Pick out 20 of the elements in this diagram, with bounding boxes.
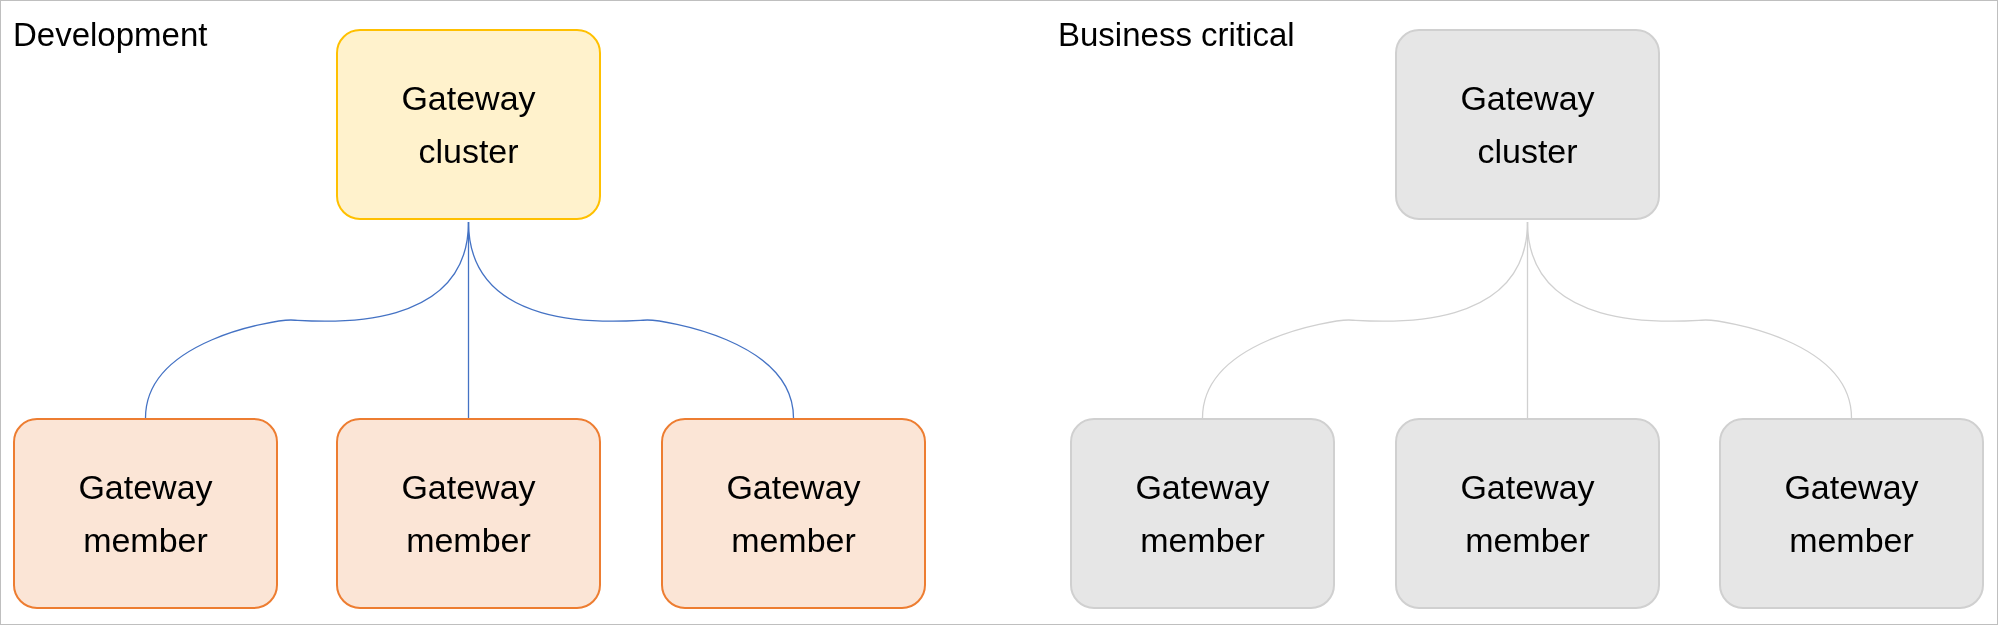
- member-box: [1719, 418, 1984, 609]
- node-text: Gateway member: [77, 466, 214, 561]
- node-text: Gateway cluster: [400, 77, 537, 172]
- node-text: Gateway member: [1134, 466, 1271, 561]
- member-box: [1395, 418, 1660, 609]
- section-heading: Development: [13, 15, 208, 55]
- section-heading: Business critical: [1058, 15, 1295, 55]
- node-text: Gateway member: [725, 466, 862, 561]
- connector-line: [1526, 221, 1853, 419]
- cluster-box: [336, 29, 601, 220]
- connector-line: [467, 221, 795, 419]
- node-text: Gateway cluster: [1459, 77, 1596, 172]
- node-text: Gateway member: [1783, 466, 1920, 561]
- member-box: [661, 418, 926, 609]
- cluster-box: [1395, 29, 1660, 220]
- member-box: [13, 418, 278, 609]
- member-box: [336, 418, 601, 609]
- node-text: Gateway member: [1459, 466, 1596, 561]
- member-box: [1070, 418, 1335, 609]
- node-text: Gateway member: [400, 466, 537, 561]
